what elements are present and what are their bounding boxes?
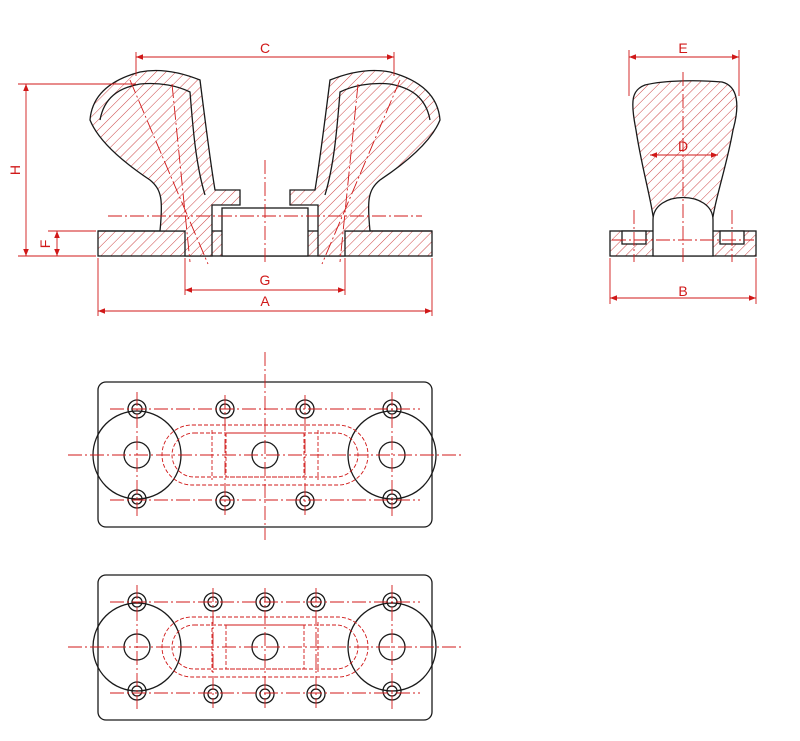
dim-f-label: F [37,240,53,249]
top2-base-outline [97,574,433,721]
front-left-horn-axis [129,79,209,265]
dim-d-label: D [678,138,688,154]
dim-g-label: G [260,272,271,288]
front-left-inner-wall [99,82,206,196]
dim-c-label: C [260,40,270,56]
front-right-horn-axis [321,79,401,265]
dim-e-label: E [678,40,687,56]
front-section-view: C H F G A [7,40,441,316]
dim-b-label: B [678,283,687,299]
side-view: E D B [609,40,757,304]
top-view-variant-1 [68,352,462,540]
dim-h-label: H [7,165,23,175]
front-right-inner-wall [324,82,431,196]
front-left-horn-axis-2 [171,83,191,263]
dim-a-label: A [260,293,270,309]
top-view-variant-2 [68,574,462,721]
front-right-horn-axis-2 [339,83,359,263]
